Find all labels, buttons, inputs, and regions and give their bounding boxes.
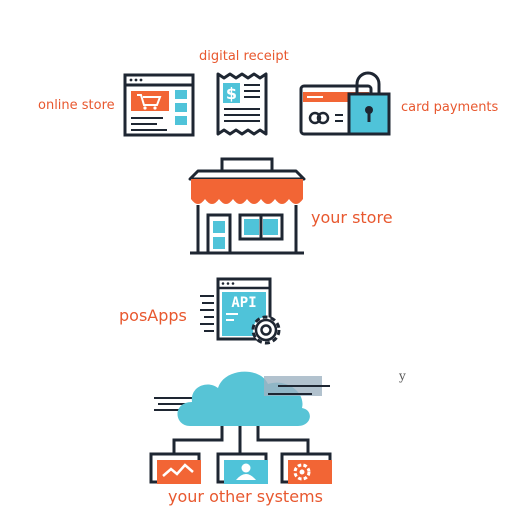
user-window-icon — [216, 452, 268, 484]
your-store-label: your store — [311, 208, 393, 227]
digital-receipt-label: digital receipt — [199, 49, 289, 64]
online-store-label: online store — [38, 98, 115, 113]
card-payments-label: card payments — [401, 100, 499, 115]
line-chart-window-icon — [149, 452, 201, 484]
your-other-systems-label: your other systems — [168, 487, 323, 506]
stray-mark: y — [399, 369, 406, 383]
gear-window-icon — [280, 452, 332, 484]
receipt-dollar-icon: $ — [216, 72, 268, 136]
api-window-gear-icon: API — [200, 277, 281, 345]
storefront-awning-icon — [188, 157, 306, 255]
svg-text:$: $ — [226, 84, 237, 103]
cloud-network-icon — [154, 371, 330, 456]
browser-cart-icon — [123, 73, 195, 137]
credit-card-lock-icon — [299, 71, 391, 136]
svg-text:API: API — [231, 295, 256, 311]
pos-apps-label: posApps — [119, 306, 187, 325]
